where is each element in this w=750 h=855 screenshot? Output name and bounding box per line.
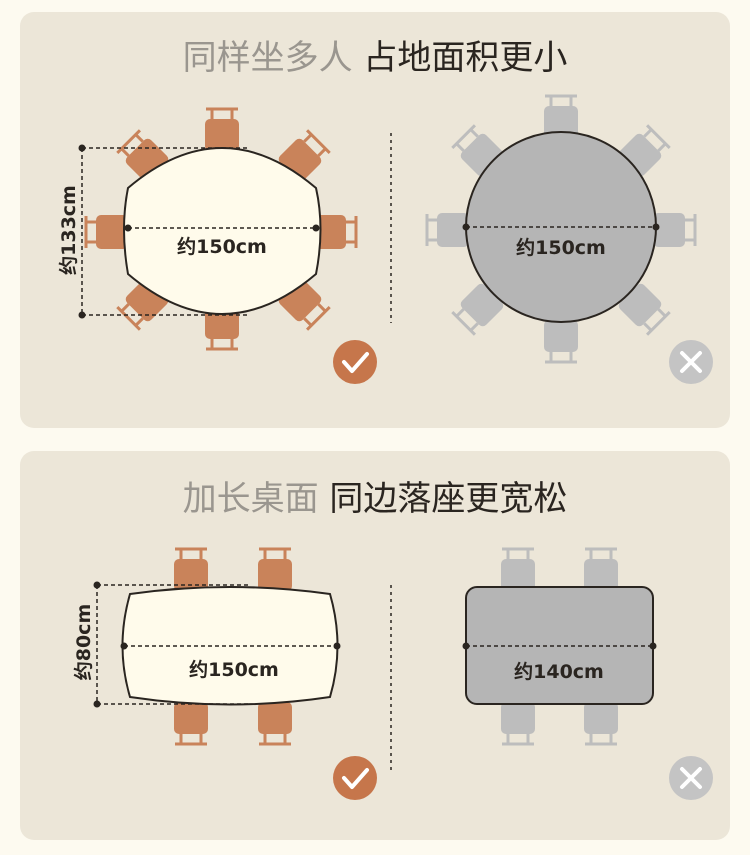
depth-label-good-rect: 约80cm	[73, 603, 95, 681]
chair	[256, 547, 294, 593]
x-icon	[667, 754, 715, 802]
chair	[651, 211, 697, 249]
chair	[499, 700, 537, 746]
width-label-bad-round: 约150cm	[516, 237, 606, 259]
chair	[256, 700, 294, 746]
chair	[542, 318, 580, 364]
chair	[582, 547, 620, 593]
chair	[172, 700, 210, 746]
long-table-good	[93, 547, 341, 746]
depth-label-good-round: 约133cm	[58, 185, 80, 275]
check-icon	[331, 338, 379, 386]
width-label-good-round: 约150cm	[177, 236, 267, 258]
table-top	[123, 147, 322, 315]
chair	[84, 213, 130, 251]
panel-title-round: 同样坐多人 占地面积更小	[0, 38, 750, 78]
oval-table-good	[78, 107, 358, 351]
rect-table-bad	[462, 547, 657, 746]
title-strong: 占地面积更小	[363, 38, 568, 78]
title-muted: 加长桌面	[182, 479, 319, 519]
width-label-bad-rect: 约140cm	[514, 661, 604, 683]
chair	[499, 547, 537, 593]
chair	[582, 700, 620, 746]
check-icon	[331, 754, 379, 802]
width-label-good-rect: 约150cm	[189, 659, 279, 681]
chair	[425, 211, 471, 249]
title-muted: 同样坐多人	[182, 38, 353, 78]
round-table-bad	[425, 94, 697, 364]
x-icon	[667, 338, 715, 386]
chair	[203, 107, 241, 153]
title-strong: 同边落座更宽松	[329, 479, 568, 519]
panel-title-rect: 加长桌面 同边落座更宽松	[0, 479, 750, 519]
